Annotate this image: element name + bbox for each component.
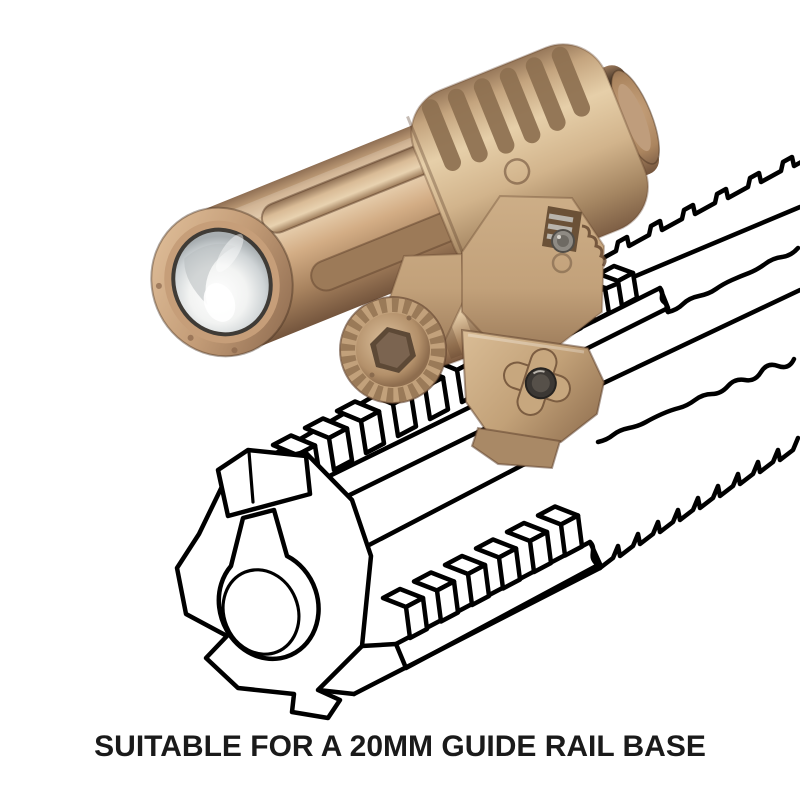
cap-top-stub-line — [247, 450, 255, 504]
flashlight-illustration — [150, 43, 660, 358]
clamp-top-highlight — [467, 333, 585, 354]
clamp-foot — [470, 426, 562, 470]
rail-tooth — [380, 504, 581, 610]
lens-facet — [184, 243, 236, 306]
knurled-edge — [581, 224, 607, 267]
rib-slot — [473, 78, 515, 154]
cover-circle-detail — [503, 158, 531, 185]
rib-slot — [525, 57, 566, 131]
rail-tooth — [403, 513, 585, 641]
ratchet-adjustment-wheel — [339, 296, 447, 404]
cap-band-connector-1 — [359, 641, 399, 649]
bottom-picatinny-teeth — [380, 504, 585, 641]
wheel-dimple — [369, 372, 375, 378]
yoke-circle-detail — [551, 252, 573, 274]
caption: SUITABLE FOR A 20MM GUIDE RAIL BASE — [94, 730, 706, 763]
knob-bolt-glint — [532, 370, 545, 375]
wheel-teeth — [341, 298, 445, 402]
lens-hotspot — [203, 283, 236, 322]
barrel-keyhole — [216, 507, 321, 662]
rail-edge-line-near — [569, 287, 800, 401]
hex-socket-inner — [376, 332, 410, 368]
bolt-glint — [557, 235, 561, 239]
flashlight-bezel — [150, 206, 294, 358]
wavy-break-upper — [665, 245, 800, 315]
rib-slot — [421, 99, 461, 171]
rail-bottom-edge — [351, 565, 603, 697]
rib-slot — [551, 46, 591, 117]
tail-cap-end-inner — [618, 83, 651, 152]
cover-collar-line — [406, 115, 474, 277]
wavy-break-lower — [595, 356, 797, 445]
bottom-rail-base-band — [393, 539, 603, 671]
lens-streak — [215, 234, 244, 272]
knob-bolt-inner — [531, 374, 550, 393]
wheel-dimple — [406, 315, 412, 321]
cap-top-stub — [215, 447, 313, 519]
barrel-inner-rim — [221, 568, 301, 656]
tension-bolt-with-spring — [546, 213, 575, 253]
cover-rib-slots — [421, 46, 591, 171]
thumb-screw-knob — [503, 348, 571, 416]
bezel-notch — [231, 347, 238, 354]
mount-assembly — [339, 194, 607, 470]
break-tear-small — [657, 285, 671, 315]
bezel-notch — [187, 334, 194, 341]
jagged-break-teeth — [597, 435, 800, 571]
rib-slot — [499, 67, 541, 144]
spring-coil — [548, 213, 574, 223]
bezel-notch — [155, 282, 162, 289]
rib-slot — [447, 88, 488, 163]
serrated-far-edge — [593, 154, 800, 265]
spring-coil — [547, 223, 573, 233]
